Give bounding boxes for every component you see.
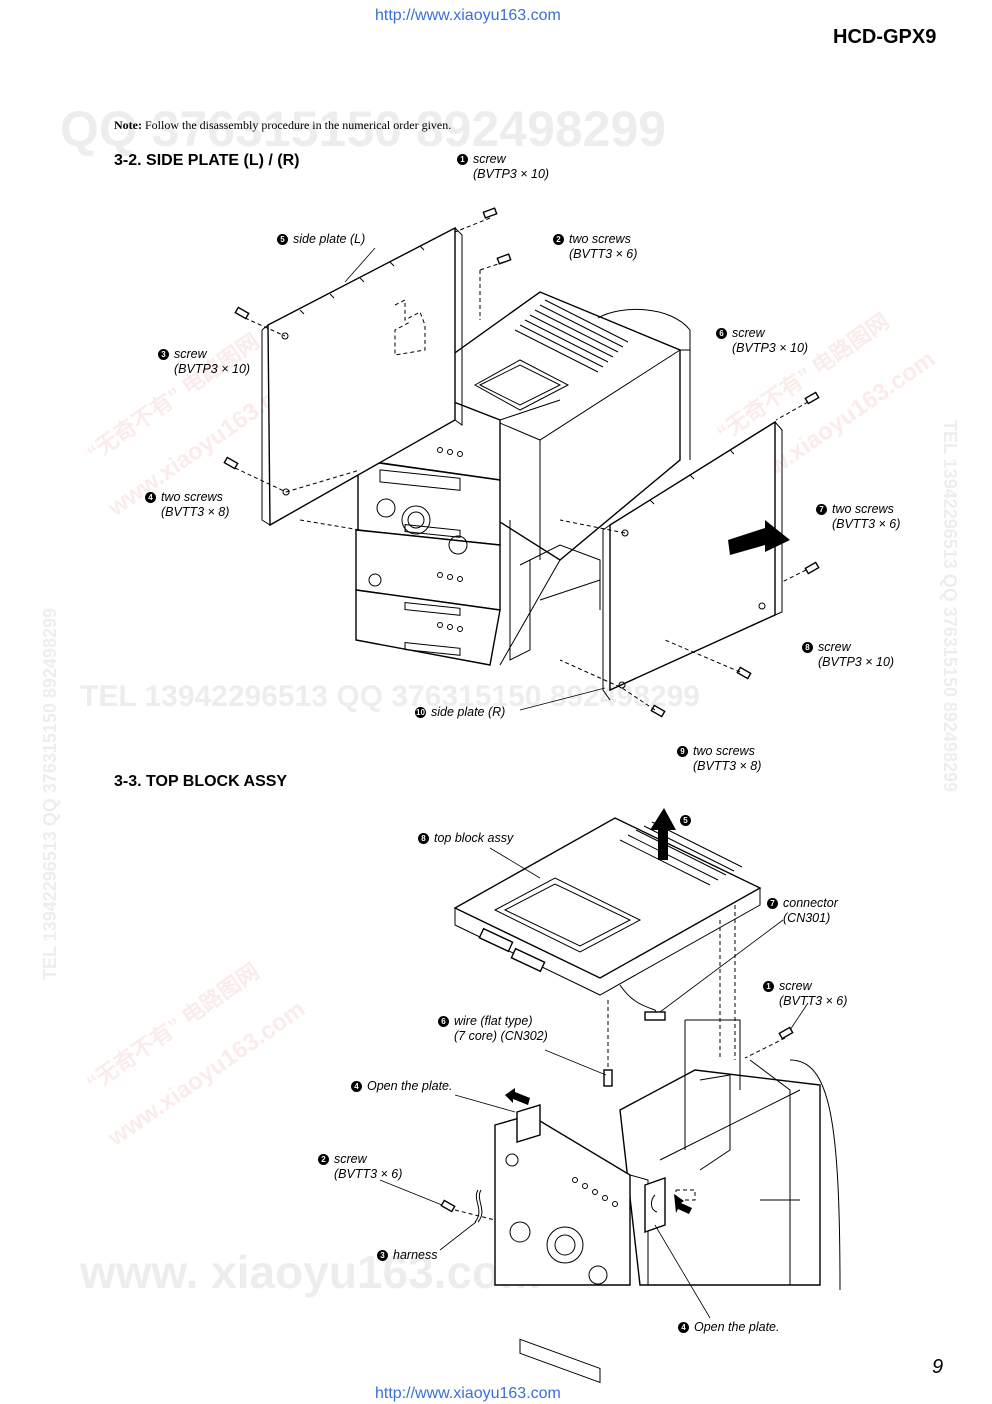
- callout-top-1: 1 screw(BVTT3 × 6): [763, 979, 847, 1009]
- callout-sub: (BVTP3 × 10): [473, 167, 550, 181]
- callout-label: harness: [393, 1248, 438, 1262]
- callout-side-9: 9 two screws(BVTT3 × 8): [677, 744, 761, 774]
- side-plate-right-drawing: [602, 420, 790, 701]
- callout-top-2: 2 screw(BVTT3 × 6): [318, 1152, 402, 1182]
- callout-label: screw: [732, 326, 765, 340]
- callout-top-3: 3 harness: [377, 1248, 437, 1263]
- callout-top-6: 6 wire (flat type)(7 core) (CN302): [438, 1014, 548, 1044]
- callout-number: 1: [457, 154, 468, 165]
- callout-sub: (BVTT3 × 8): [161, 505, 230, 519]
- callout-label: wire (flat type): [454, 1014, 533, 1028]
- callout-number: 3: [158, 349, 169, 360]
- callout-side-3: 3 screw(BVTP3 × 10): [158, 347, 250, 377]
- note-label: Note:: [114, 118, 142, 132]
- disassembly-note: Note: Follow the disassembly procedure i…: [114, 118, 451, 133]
- callout-sub: (BVTP3 × 10): [174, 362, 251, 376]
- callout-sub: (BVTT3 × 6): [832, 517, 901, 531]
- front-panel-lower: [494, 1088, 692, 1384]
- callout-sub: (BVTP3 × 10): [732, 341, 809, 355]
- callout-side-8: 8 screw(BVTP3 × 10): [802, 640, 894, 670]
- callout-side-10: 10 side plate (R): [415, 705, 505, 720]
- callout-top-7: 7 connector(CN301): [767, 896, 838, 926]
- callout-top-5: 5: [680, 813, 696, 828]
- callout-label: screw: [779, 979, 812, 993]
- callout-sub: (BVTT3 × 6): [779, 994, 848, 1008]
- unit-body-lower: [619, 1019, 841, 1291]
- callout-number: 2: [553, 234, 564, 245]
- callout-top-4a: 4 Open the plate.: [351, 1079, 452, 1094]
- callout-side-1: 1 screw(BVTP3 × 10): [457, 152, 549, 182]
- section-title-side-plate: 3-2. SIDE PLATE (L) / (R): [114, 152, 300, 169]
- callout-label: two screws: [693, 744, 755, 758]
- callout-side-2: 2 two screws(BVTT3 × 6): [553, 232, 637, 262]
- watermark-tel: TEL 13942296513 QQ 376315150 892498299: [80, 680, 700, 713]
- callout-number: 6: [716, 328, 727, 339]
- screws-top: [440, 905, 794, 1223]
- model-title: HCD-GPX9: [833, 26, 937, 48]
- callout-label: screw: [334, 1152, 367, 1166]
- callout-sub: (7 core) (CN302): [454, 1029, 548, 1043]
- callout-sub: (BVTT3 × 6): [334, 1167, 403, 1181]
- callout-sub: (CN301): [783, 911, 831, 925]
- top-block-assy-drawing: [453, 808, 762, 1021]
- chassis-internal: [509, 520, 601, 661]
- callout-label: two screws: [161, 490, 223, 504]
- callout-number: 4: [351, 1081, 362, 1092]
- callout-top-8: 8 top block assy: [418, 831, 513, 846]
- leaders-top: [379, 847, 809, 1319]
- leaders-side: [344, 247, 606, 711]
- callout-label: top block assy: [434, 831, 514, 845]
- callout-number: 10: [415, 707, 426, 718]
- callout-number: 1: [763, 981, 774, 992]
- watermark-bottom: www. xiaoyu163.com: [80, 1246, 542, 1298]
- callout-side-4: 4 two screws(BVTT3 × 8): [145, 490, 229, 520]
- callout-sub: (BVTP3 × 10): [818, 655, 895, 669]
- callout-number: 9: [677, 746, 688, 757]
- callout-number: 5: [277, 234, 288, 245]
- callout-label: screw: [473, 152, 506, 166]
- callout-label: two screws: [569, 232, 631, 246]
- callout-number: 8: [802, 642, 813, 653]
- callout-number: 7: [816, 504, 827, 515]
- page-number: 9: [932, 1356, 944, 1378]
- callout-side-6: 6 screw(BVTP3 × 10): [716, 326, 808, 356]
- callout-label: screw: [174, 347, 207, 361]
- bottom-url-link[interactable]: http://www.xiaoyu163.com: [375, 1385, 561, 1402]
- callout-number: 3: [377, 1250, 388, 1261]
- callout-number: 7: [767, 898, 778, 909]
- callout-label: connector: [783, 896, 838, 910]
- callout-label: Open the plate.: [694, 1320, 780, 1334]
- screws-side: [223, 207, 820, 718]
- callout-side-5: 5 side plate (L): [277, 232, 365, 247]
- callout-number: 4: [145, 492, 156, 503]
- callout-number: 6: [438, 1016, 449, 1027]
- side-plate-left-drawing: [261, 226, 463, 527]
- callout-sub: (BVTT3 × 8): [693, 759, 762, 773]
- callout-side-7: 7 two screws(BVTT3 × 6): [816, 502, 900, 532]
- callout-number: 4: [678, 1322, 689, 1333]
- callout-label: side plate (L): [293, 232, 366, 246]
- section-title-top-block: 3-3. TOP BLOCK ASSY: [114, 773, 288, 790]
- callout-label: screw: [818, 640, 851, 654]
- callout-sub: (BVTT3 × 6): [569, 247, 638, 261]
- callout-label: two screws: [832, 502, 894, 516]
- watermark-qq: QQ 376315150 892498299: [60, 101, 667, 157]
- callout-top-4b: 4 Open the plate.: [678, 1320, 779, 1335]
- callout-number: 8: [418, 833, 429, 844]
- note-text: Follow the disassembly procedure in the …: [141, 118, 452, 132]
- top-url-link[interactable]: http://www.xiaoyu163.com: [375, 7, 561, 24]
- callout-number: 2: [318, 1154, 329, 1165]
- callout-label: side plate (R): [431, 705, 506, 719]
- callout-label: Open the plate.: [367, 1079, 453, 1093]
- callout-number: 5: [680, 815, 691, 826]
